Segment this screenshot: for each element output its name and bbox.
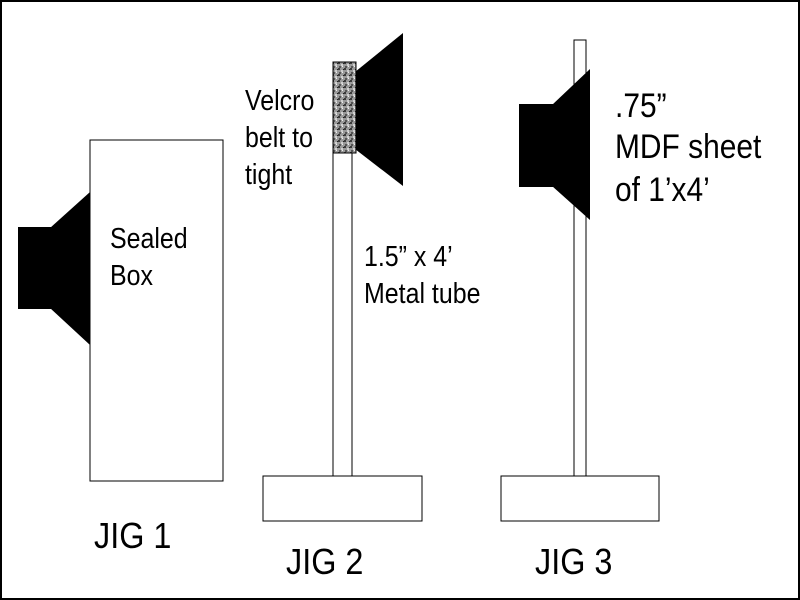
box-label: Box xyxy=(110,260,153,292)
jig1-speaker-cone xyxy=(50,192,90,345)
jig3-base xyxy=(500,475,660,522)
jig3-label: JIG 3 xyxy=(535,541,613,582)
jig1-speaker-magnet xyxy=(18,227,51,309)
jig1-group xyxy=(18,139,224,482)
jig1-label: JIG 1 xyxy=(94,515,172,556)
velcro-label: Velcro xyxy=(245,85,315,117)
tube-size-label: 1.5” x 4’ xyxy=(364,241,453,273)
tight-label: tight xyxy=(245,159,293,191)
jig2-group xyxy=(262,33,423,522)
metal-tube-label: Metal tube xyxy=(364,278,481,310)
jig2-base xyxy=(262,475,423,522)
velcro-belt xyxy=(332,61,357,154)
sealed-box xyxy=(89,139,224,482)
belt-to-label: belt to xyxy=(245,122,313,154)
jig2-label: JIG 2 xyxy=(286,541,364,582)
jig3-group xyxy=(500,39,660,522)
jig2-metal-tube xyxy=(332,151,353,477)
mdf-thickness-label: .75” xyxy=(615,87,667,125)
sealed-label: Sealed xyxy=(110,223,188,255)
mdf-sheet-label: MDF sheet xyxy=(615,128,762,166)
jig2-speaker-cone xyxy=(355,33,403,186)
jig3-speaker-cone xyxy=(552,69,590,220)
mdf-size-label: of 1’x4’ xyxy=(615,171,710,209)
jig3-speaker-magnet xyxy=(519,104,553,187)
